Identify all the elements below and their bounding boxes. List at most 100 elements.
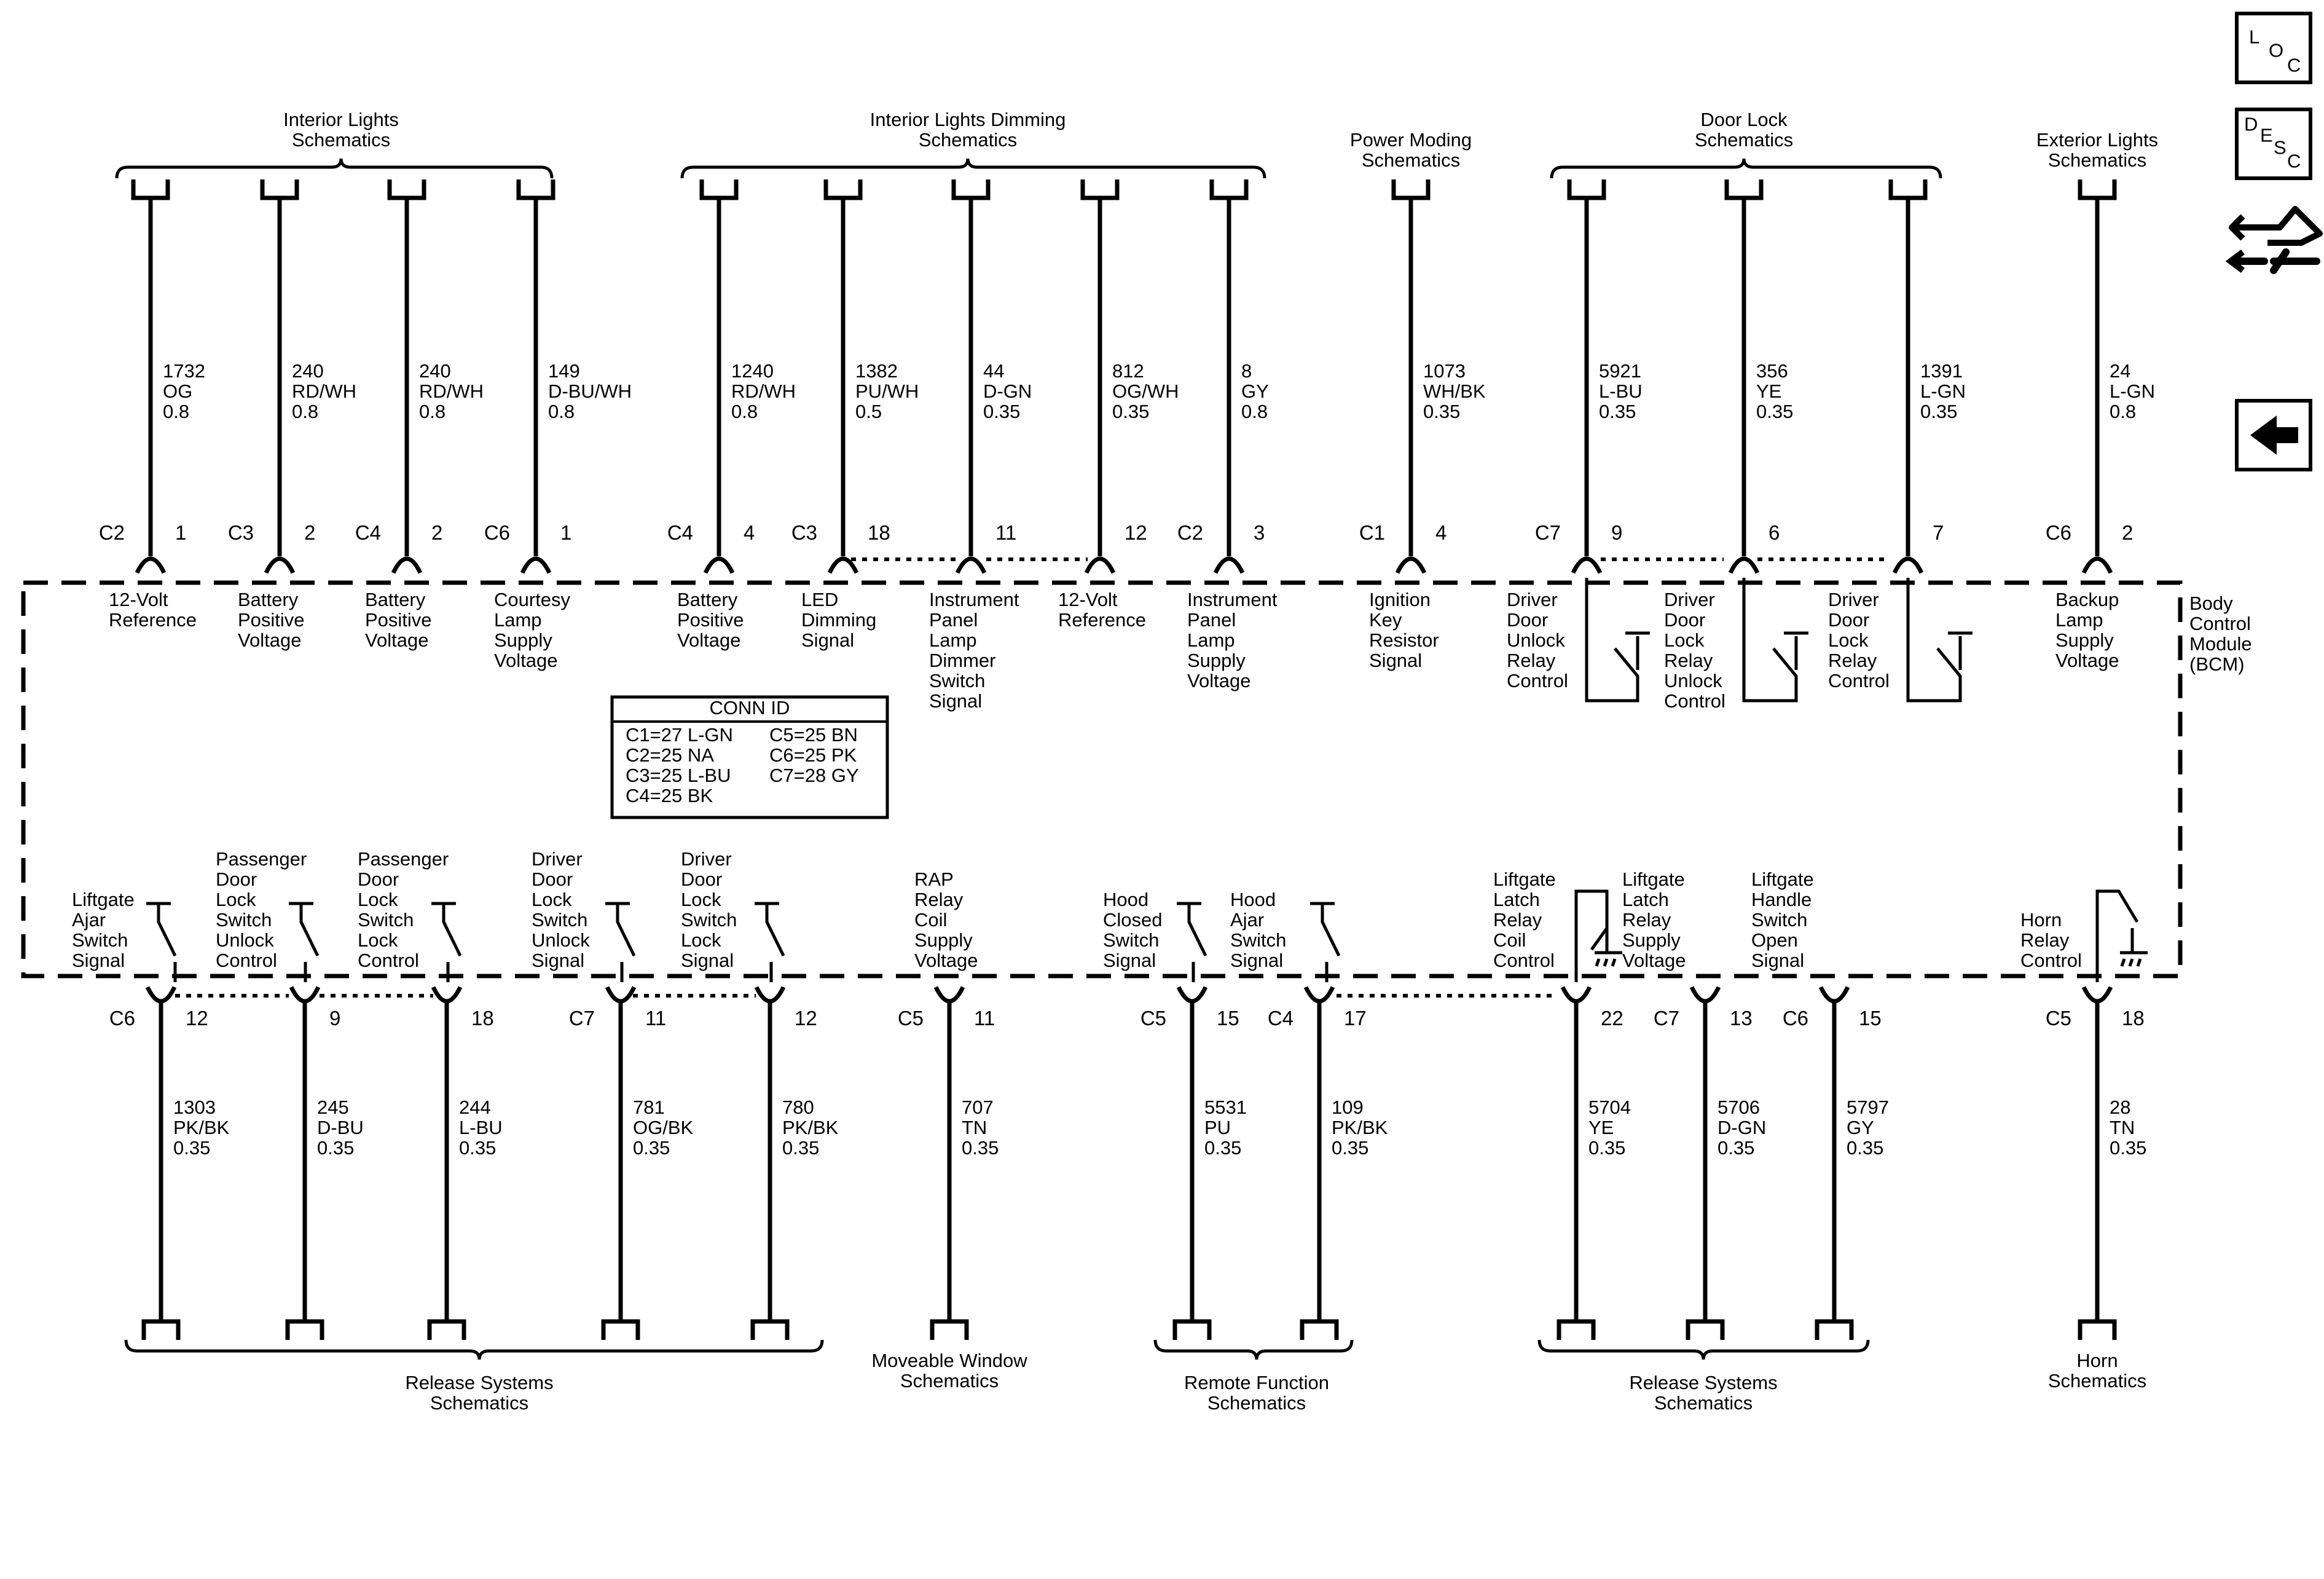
switch-symbols — [146, 889, 2148, 982]
terminal-bracket[interactable] — [601, 1319, 640, 1340]
pin-number: 2 — [2122, 521, 2133, 544]
connector-pin-symbol — [933, 986, 965, 1004]
relay-symbol-unlock — [1585, 578, 1650, 703]
conn-id-title: CONN ID — [710, 697, 790, 719]
terminal-bracket[interactable] — [750, 1319, 790, 1340]
connector-pin-symbol — [289, 986, 321, 1004]
pin-number: 12 — [795, 1007, 817, 1030]
connector-id: C6 — [2046, 521, 2071, 544]
terminal-bracket[interactable] — [1300, 1319, 1339, 1340]
connector-pin-symbol — [1571, 556, 1603, 574]
connector-pin-symbol — [754, 986, 786, 1004]
terminal-bracket[interactable] — [141, 1319, 181, 1340]
terminal-bracket[interactable] — [427, 1319, 466, 1340]
terminal-bracket[interactable] — [285, 1319, 324, 1340]
connector-id: C5 — [2046, 1007, 2071, 1030]
terminal-bracket[interactable] — [1686, 1319, 1725, 1340]
desc-letter-d: D — [2244, 113, 2258, 135]
connector-id: C4 — [1268, 1007, 1294, 1030]
terminal-bracket[interactable] — [1815, 1319, 1854, 1340]
loc-button[interactable]: L O C — [2235, 12, 2312, 84]
pin-number: 15 — [1859, 1007, 1882, 1030]
connector-pin-symbol — [1892, 556, 1924, 574]
connector-pin-symbol — [1084, 556, 1116, 574]
connector-id: C7 — [569, 1007, 595, 1030]
desc-button[interactable]: D E S C — [2235, 108, 2312, 180]
desc-letter-c: C — [2287, 150, 2301, 171]
pin-number: 13 — [1730, 1007, 1753, 1030]
connector-id: C2 — [99, 521, 125, 544]
connector-pin-symbol — [955, 556, 987, 574]
loc-letter-o: O — [2269, 39, 2283, 61]
connector-pin-symbol — [2081, 556, 2113, 574]
connector-pin-symbol — [1560, 986, 1592, 1004]
connector-id: C6 — [484, 521, 510, 544]
connector-pin-symbol — [605, 986, 637, 1004]
terminal-bracket[interactable] — [2078, 1319, 2117, 1340]
pin-number: 3 — [1254, 521, 1265, 544]
connector-id: C5 — [1140, 1007, 1166, 1030]
connector-id: C6 — [109, 1007, 135, 1030]
connector-pin-symbol — [135, 556, 167, 574]
pin-number: 11 — [645, 1007, 666, 1030]
connector-pin-symbol — [1728, 556, 1760, 574]
back-arrow-icon[interactable] — [2235, 399, 2312, 471]
pin-number: 4 — [744, 521, 755, 544]
terminal-bracket[interactable] — [1172, 1319, 1212, 1340]
pin-number: 12 — [186, 1007, 208, 1030]
connector-pin-symbol — [264, 556, 296, 574]
connector-pin-symbol — [703, 556, 735, 574]
pin-number: 18 — [2122, 1007, 2145, 1030]
terminal-bracket[interactable] — [1557, 1319, 1596, 1340]
terminal-bracket[interactable] — [930, 1319, 969, 1340]
pin-number: 11 — [995, 521, 1016, 544]
component-view-icon[interactable] — [2225, 206, 2323, 274]
